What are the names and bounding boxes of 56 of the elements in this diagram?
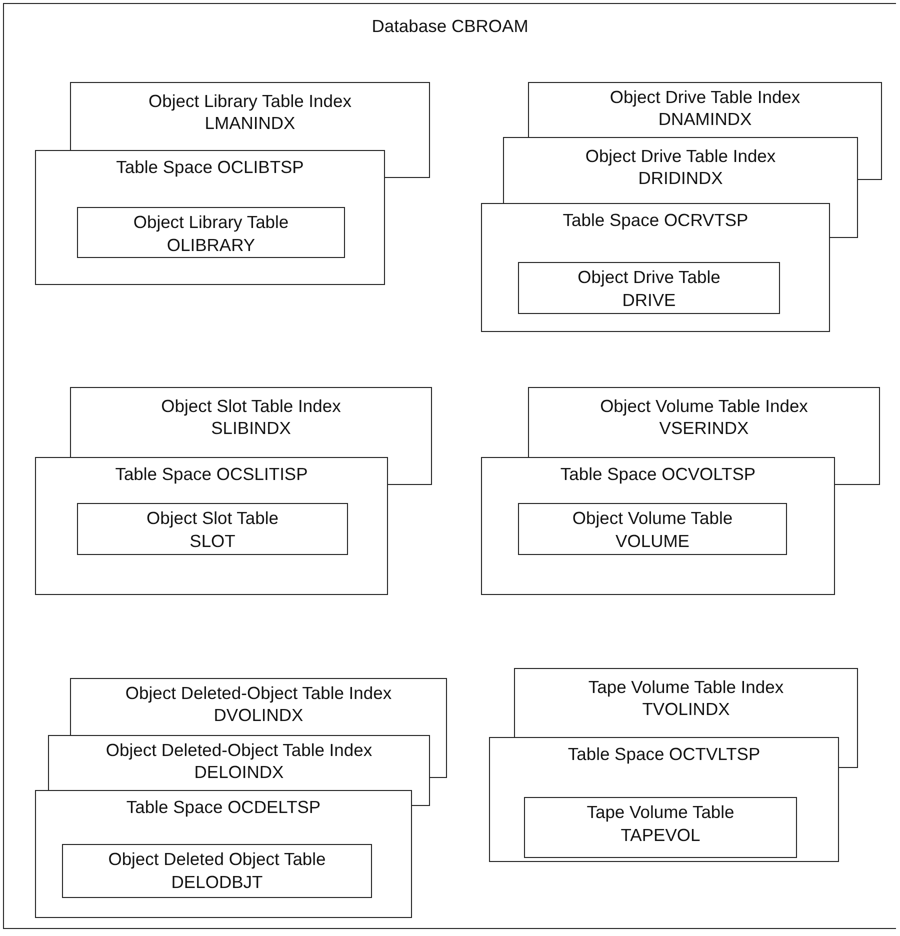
table-label: TAPEVOL xyxy=(620,825,702,846)
table-label: Tape Volume Table xyxy=(586,802,736,823)
table-box xyxy=(518,262,780,314)
index-label: VSERINDX xyxy=(658,418,750,439)
table-space-box xyxy=(35,457,388,595)
table-label: OLIBRARY xyxy=(166,235,256,256)
index-label: DELOINDX xyxy=(193,762,285,783)
database-frame xyxy=(3,3,896,929)
table-label: SLOT xyxy=(188,531,236,552)
table-space-box xyxy=(481,457,835,595)
table-label: Object Slot Table xyxy=(146,508,280,529)
table-label: Object Deleted Object Table xyxy=(107,849,327,870)
index-label: SLIBINDX xyxy=(210,418,292,439)
table-space-label: Table Space OCVOLTSP xyxy=(559,464,757,485)
index-label: Object Slot Table Index xyxy=(160,396,342,417)
index-label: Object Drive Table Index xyxy=(584,146,777,167)
table-space-box xyxy=(489,737,839,862)
table-box xyxy=(518,503,787,555)
table-box xyxy=(77,207,345,258)
table-label: Object Volume Table xyxy=(571,508,734,529)
table-space-label: Table Space OCDELTSP xyxy=(125,797,322,818)
table-label: Object Library Table xyxy=(132,212,290,233)
index-card xyxy=(70,82,430,150)
table-space-label: Table Space OCRVTSP xyxy=(562,210,750,231)
index-label: Object Drive Table Index xyxy=(608,87,802,108)
index-label: DRIDINDX xyxy=(637,168,724,189)
table-space-label: Table Space OCSLITISP xyxy=(114,464,309,485)
table-label: DRIVE xyxy=(621,290,677,311)
index-card xyxy=(70,387,432,457)
index-card xyxy=(514,668,858,737)
index-label: DVOLINDX xyxy=(212,705,304,726)
table-space-label: Table Space OCTVLTSP xyxy=(566,744,762,765)
table-space-box xyxy=(35,150,385,285)
index-card xyxy=(503,137,858,203)
table-box xyxy=(524,797,797,858)
database-label: Database CBROAM xyxy=(370,16,530,37)
table-label: VOLUME xyxy=(614,531,690,552)
table-space-box xyxy=(35,790,412,918)
table-space-label: Table Space OCLIBTSP xyxy=(115,157,305,178)
index-label: Object Deleted-Object Table Index xyxy=(124,683,393,704)
index-label: LMANINDX xyxy=(204,113,296,134)
index-label: DNAMINDX xyxy=(657,109,753,130)
index-card xyxy=(528,82,882,137)
table-label: DELODBJT xyxy=(170,872,264,893)
table-box xyxy=(77,503,348,555)
table-space-box xyxy=(481,203,830,332)
table-label: Object Drive Table xyxy=(576,267,722,288)
index-label: Tape Volume Table Index xyxy=(587,677,785,698)
index-card xyxy=(70,678,447,735)
index-label: Object Library Table Index xyxy=(148,91,352,112)
index-label: Object Volume Table Index xyxy=(599,396,809,417)
index-label: Object Deleted-Object Table Index xyxy=(104,740,374,761)
index-label: TVOLINDX xyxy=(641,699,731,720)
index-card xyxy=(528,387,880,457)
index-card xyxy=(48,735,430,790)
table-box xyxy=(62,844,372,898)
